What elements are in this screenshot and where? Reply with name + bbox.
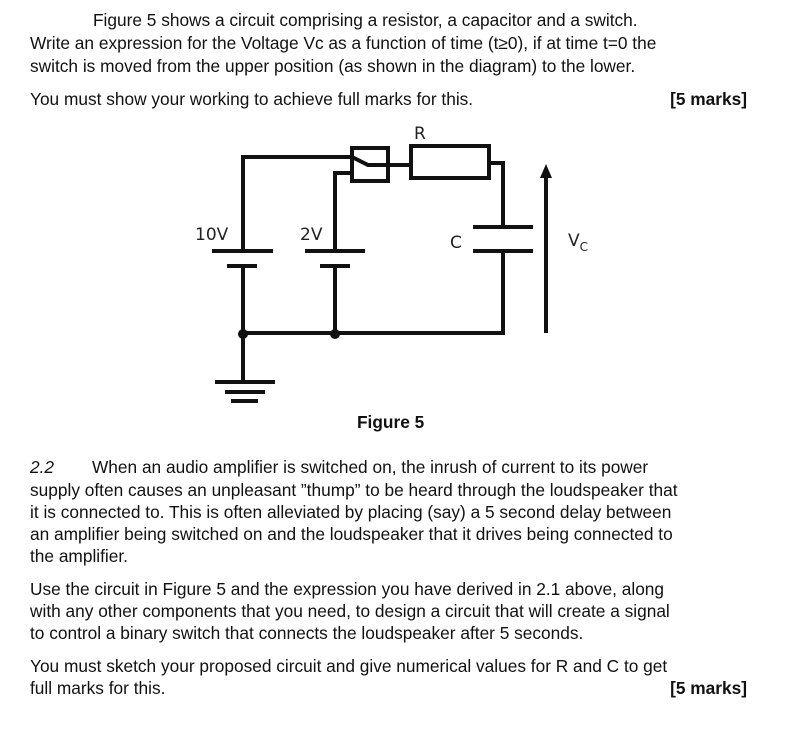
figure-caption: Figure 5 — [357, 412, 425, 432]
wire-resistor-cap — [489, 161, 505, 227]
label-2v: 2V — [300, 225, 323, 245]
label-10v: 10V — [195, 225, 229, 245]
wire-return — [243, 251, 505, 335]
q22-p3-line: You must sketch your proposed circuit an… — [30, 656, 668, 676]
wire-10v — [241, 155, 352, 251]
q21-instruction: You must show your working to achieve fu… — [30, 89, 474, 109]
q21-line3: switch is moved from the upper position … — [30, 56, 636, 76]
q22-p2-line: Use the circuit in Figure 5 and the expr… — [30, 579, 665, 599]
q21-marks: [5 marks] — [670, 89, 747, 109]
q22-p1-line: an amplifier being switched on and the l… — [30, 524, 673, 544]
q22-p2-line: with any other components that you need,… — [30, 601, 670, 621]
q21-line2: Write an expression for the Voltage Vc a… — [30, 33, 657, 53]
wire-2v — [333, 171, 352, 251]
label-r: R — [414, 124, 426, 144]
q22-p1-line: it is connected to. This is often allevi… — [30, 502, 672, 522]
junction-dot — [238, 329, 248, 339]
q21-line1: Figure 5 shows a circuit comprising a re… — [93, 10, 638, 30]
q22-p3-line: full marks for this. — [30, 678, 166, 698]
vc-arrow-head — [540, 164, 552, 178]
circuit-diagram: R 10V 2V C VC — [195, 124, 588, 403]
label-c: C — [450, 233, 462, 253]
q22-marks: [5 marks] — [670, 678, 747, 698]
q22-number: 2.2 — [30, 457, 55, 477]
resistor — [409, 144, 491, 180]
q22-p2-line: to control a binary switch that connects… — [30, 623, 584, 643]
switch-blade — [351, 155, 388, 167]
junction-dot — [330, 329, 340, 339]
q22-p1-line: When an audio amplifier is switched on, … — [92, 457, 649, 477]
ground-symbol — [215, 380, 275, 403]
label-vc: VC — [568, 231, 588, 254]
q22-p1-line: the amplifier. — [30, 546, 128, 566]
q22-p1-line: supply often causes an unpleasant ”thump… — [30, 480, 678, 500]
